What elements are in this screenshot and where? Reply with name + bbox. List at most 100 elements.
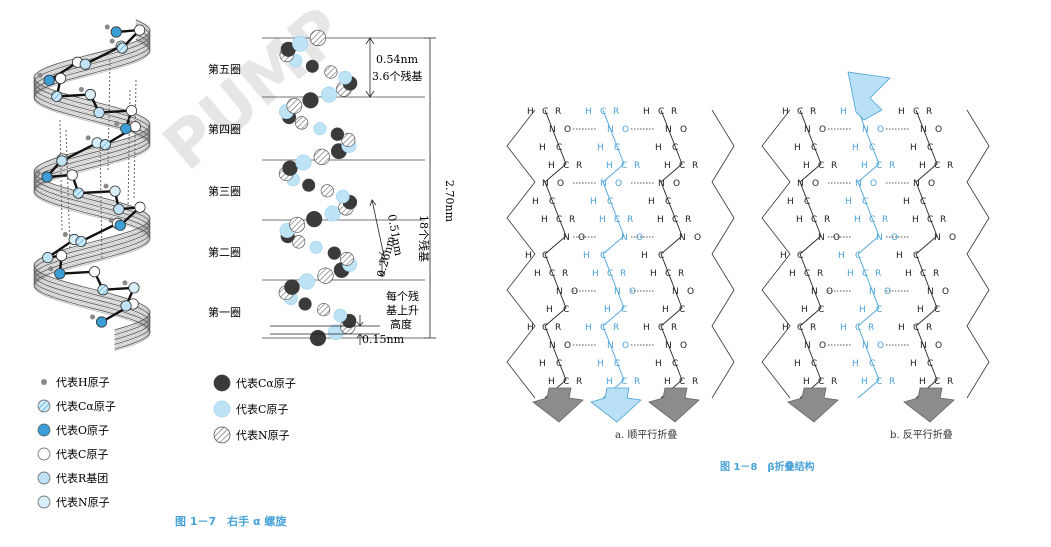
side-atom-label: H: [548, 161, 555, 171]
chain-atom-label: C: [811, 143, 817, 153]
helix-atom: [66, 169, 78, 181]
legend-swatch: [37, 423, 51, 437]
peptide-chain: [660, 109, 683, 399]
side-atom-label: O: [615, 179, 622, 189]
side-atom-label: H: [859, 305, 866, 315]
side-atom-label: R: [933, 269, 939, 279]
chain-atom-label: C: [862, 197, 868, 207]
side-atom-label: R: [831, 377, 837, 387]
chain-atom-label: C: [869, 215, 875, 225]
chain-atom-label: C: [563, 377, 569, 387]
side-atom-label: H: [641, 251, 648, 261]
side-atom-label: H: [898, 107, 905, 117]
strand-arrow-down: [648, 387, 700, 423]
legend-swatch: [213, 374, 231, 392]
ball-atom: [306, 211, 323, 228]
chain-atom-label: N: [621, 233, 628, 243]
rise-label-line3: 高度: [390, 317, 412, 331]
peptide-chain: [602, 109, 625, 399]
side-atom-label: O: [891, 233, 898, 243]
chain-atom-label: C: [672, 359, 678, 369]
chain-atom-label: N: [556, 287, 563, 297]
chain-atom-label: C: [621, 305, 627, 315]
total-length-label: 2.70nm: [443, 180, 456, 223]
ball-atom: [330, 127, 345, 141]
chain-atom-label: C: [818, 305, 824, 315]
side-atom-label: R: [627, 215, 633, 225]
subcaption-parallel: a. 顺平行折叠: [615, 428, 677, 441]
side-atom-label: H: [794, 359, 801, 369]
ball-atom: [327, 246, 341, 260]
side-atom-label: R: [882, 215, 888, 225]
side-atom-label: O: [680, 341, 687, 351]
helix-atom: [110, 26, 122, 38]
turn-label-3: 第三圈: [208, 184, 241, 198]
helix-atom: [75, 235, 87, 248]
side-atom-label: H: [801, 305, 808, 315]
chain-atom-label: N: [862, 125, 869, 135]
strand-arrow-down: [787, 387, 839, 423]
side-atom-label: O: [949, 233, 956, 243]
side-atom-label: R: [685, 215, 691, 225]
hydrogen-atom: [108, 217, 114, 223]
side-atom-label: R: [576, 161, 582, 171]
chain-atom-label: C: [556, 143, 562, 153]
side-atom-label: H: [796, 215, 803, 225]
side-atom-label: R: [947, 161, 953, 171]
strand-arrow-down: [590, 387, 642, 423]
ball-atom: [338, 70, 352, 85]
side-atom-label: R: [810, 107, 816, 117]
side-atom-label: H: [585, 323, 592, 333]
chain-atom-label: C: [658, 251, 664, 261]
hydrogen-atom: [37, 72, 43, 78]
chain-atom-label: N: [600, 179, 607, 189]
helix-atom: [43, 74, 55, 86]
side-atom-label: O: [935, 125, 942, 135]
chain-atom-label: C: [556, 215, 562, 225]
chain-atom-label: N: [811, 287, 818, 297]
side-atom-label: H: [838, 251, 845, 261]
ball-atom: [341, 132, 356, 147]
ball-atom: [284, 279, 300, 295]
turn-label-1: 第一圈: [208, 305, 241, 319]
chain-atom-label: C: [549, 269, 555, 279]
side-atom-label: O: [877, 125, 884, 135]
ball-atom: [302, 92, 319, 109]
legend-swatch: [213, 426, 231, 444]
chain-atom-label: C: [913, 251, 919, 261]
helix-atom: [125, 105, 138, 117]
side-atom-label: H: [599, 215, 606, 225]
chain-atom-label: N: [804, 125, 811, 135]
side-atom-label: R: [613, 107, 619, 117]
helix-atom: [95, 316, 108, 328]
side-atom-label: O: [812, 179, 819, 189]
ball-atom: [292, 35, 309, 52]
chain-atom-label: N: [855, 179, 862, 189]
peptide-chain: [799, 109, 822, 399]
side-atom-label: H: [852, 359, 859, 369]
side-atom-label: H: [643, 107, 650, 117]
chain-atom-label: C: [934, 305, 940, 315]
chain-atom-label: N: [549, 125, 556, 135]
ball-atom: [324, 205, 341, 222]
chain-atom-label: C: [549, 197, 555, 207]
ball-atom: [324, 65, 338, 79]
chain-atom-label: C: [876, 161, 882, 171]
ball-atom: [309, 240, 323, 254]
helix-atom: [72, 187, 85, 199]
chain-atom-label: N: [876, 233, 883, 243]
chain-atom-label: N: [797, 179, 804, 189]
side-atom-label: R: [620, 269, 626, 279]
helix-atom: [120, 300, 132, 312]
side-atom-label: H: [803, 161, 810, 171]
peptide-chain: [544, 109, 567, 399]
side-atom-label: H: [532, 197, 539, 207]
chain-atom-label: N: [665, 341, 672, 351]
chain-atom-label: C: [804, 269, 810, 279]
side-atom-label: R: [555, 323, 561, 333]
side-atom-label: O: [694, 233, 701, 243]
side-atom-label: O: [884, 287, 891, 297]
helix-atom: [128, 282, 140, 294]
peptide-chain: [857, 109, 880, 399]
